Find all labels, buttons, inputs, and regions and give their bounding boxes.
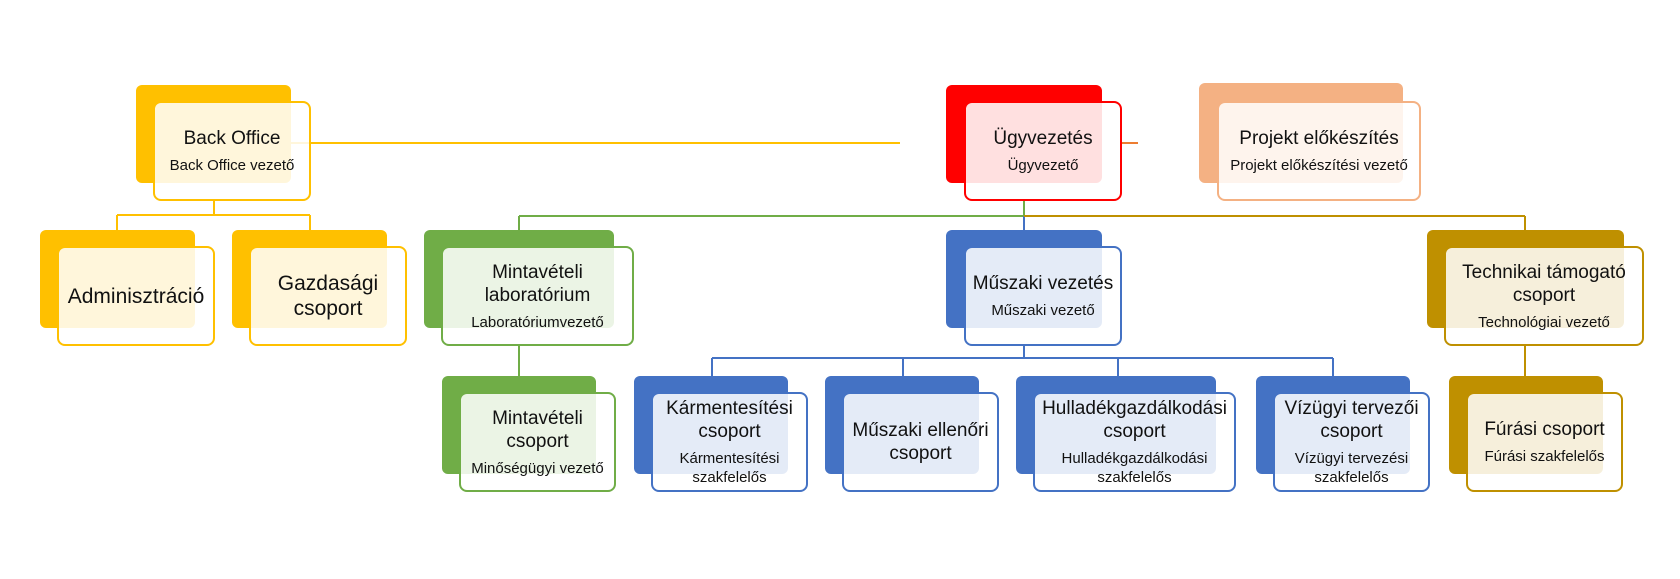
node-subtitle: Fúrási szakfelelős — [1484, 448, 1605, 465]
node-title: Műszaki ellenőri csoport — [852, 420, 989, 464]
node-mintaveteli-csoport: Mintavételi csoport Minőségügyi vezető — [442, 376, 616, 492]
node-subtitle: Back Office vezető — [169, 157, 295, 174]
node-muszaki-ellenori-csoport: Műszaki ellenőri csoport — [825, 376, 999, 492]
node-karmentesitesi-csoport: Kármentesítési csoport Kármentesítési sz… — [634, 376, 808, 492]
node-subtitle: Laboratóriumvezető — [471, 313, 604, 331]
node-vizugyi-tervezoi-csoport: Vízügyi tervezői csoport Vízügyi tervezé… — [1256, 376, 1430, 492]
node-title: Gazdasági csoport — [277, 272, 379, 320]
node-adminisztracio: Adminisztráció — [40, 230, 215, 346]
node-subtitle: Ügyvezető — [1007, 157, 1079, 174]
node-title: Fúrási csoport — [1484, 419, 1605, 440]
node-ugyvezetes: Ügyvezetés Ügyvezető — [946, 85, 1122, 201]
node-title: Vízügyi tervezői csoport — [1284, 398, 1419, 442]
node-title: Mintavételi laboratórium — [484, 261, 591, 306]
node-title: Projekt előkészítés — [1239, 128, 1399, 149]
node-title: Kármentesítési csoport — [666, 398, 793, 442]
node-muszaki-vezetes: Műszaki vezetés Műszaki vezető — [946, 230, 1122, 346]
node-technikai-tamogato-csoport: Technikai támogató csoport Technológiai … — [1427, 230, 1644, 346]
node-mintaveteli-laboratorium: Mintavételi laboratórium Laboratóriumvez… — [424, 230, 634, 346]
node-subtitle: Projekt előkészítési vezető — [1230, 157, 1408, 174]
node-hulladekgazdalkodasi-csoport: Hulladékgazdálkodási csoport Hulladékgaz… — [1016, 376, 1236, 492]
node-title: Adminisztráció — [67, 284, 205, 308]
node-projekt-elokeszites: Projekt előkészítés Projekt előkészítési… — [1199, 83, 1421, 201]
node-back-office: Back Office Back Office vezető — [136, 85, 311, 201]
node-subtitle: Műszaki vezető — [991, 302, 1095, 319]
node-furasi-csoport: Fúrási csoport Fúrási szakfelelős — [1449, 376, 1623, 492]
node-title: Ügyvezetés — [993, 128, 1093, 149]
connector-muszaki-children — [711, 346, 1334, 392]
node-gazdasagi-csoport: Gazdasági csoport — [232, 230, 407, 346]
node-title: Back Office — [183, 128, 281, 149]
node-subtitle: Kármentesítési szakfelelős — [679, 450, 780, 486]
node-title: Technikai támogató csoport — [1462, 261, 1626, 306]
node-subtitle: Vízügyi tervezési szakfelelős — [1294, 450, 1409, 486]
node-subtitle: Minőségügyi vezető — [471, 459, 604, 477]
node-subtitle: Technológiai vezető — [1478, 313, 1610, 331]
node-subtitle: Hulladékgazdálkodási szakfelelős — [1061, 450, 1208, 486]
node-title: Műszaki vezetés — [972, 273, 1114, 294]
node-title: Mintavételi csoport — [492, 407, 583, 452]
node-title: Hulladékgazdálkodási csoport — [1042, 398, 1227, 442]
connector-backoffice-children — [116, 200, 311, 232]
